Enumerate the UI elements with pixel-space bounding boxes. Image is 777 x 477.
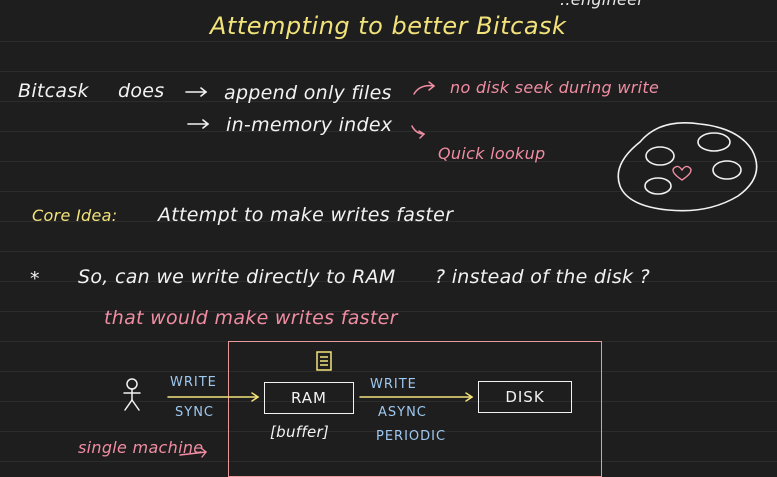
core-idea-label: Core Idea: [32,206,118,225]
note-no-disk-seek: no disk seek during write [450,78,660,97]
disk-box: DISK [478,381,572,413]
curved-arrow-icon [411,125,426,139]
question-bullet: * [30,268,40,290]
heart-icon [672,165,692,181]
does-label: does [118,80,165,102]
user-stick-figure-icon [123,378,141,411]
corner-text: ..engineer [560,0,644,8]
question-line1a: So, can we write directly to RAM [78,266,396,288]
sync-label: SYNC [175,405,214,420]
curved-arrow-icon [413,81,436,95]
periodic-label: PERIODIC [376,429,447,444]
arrow-right-icon [167,392,260,402]
write-label-left: WRITE [170,375,217,390]
ram-box: RAM [264,382,354,414]
arrow-right-icon [187,119,210,129]
item-append-only: append only files [224,82,392,104]
arrow-right-icon [185,87,208,97]
async-label: ASYNC [378,405,427,420]
item-in-memory-index: in-memory index [226,114,393,136]
question-line2: that would make writes faster [104,307,398,329]
single-machine-label: single machine [78,438,204,457]
bitcask-label: Bitcask [18,80,89,102]
arrow-right-icon [179,447,207,458]
arrow-right-icon [359,392,474,402]
blob-drawing-icon [617,122,758,212]
document-icon [316,351,332,371]
buffer-label: [buffer] [270,423,330,441]
core-idea-text: Attempt to make writes faster [158,204,454,226]
disk-label: DISK [505,388,545,406]
question-line1b: ? instead of the disk ? [435,266,651,288]
write-label-right: WRITE [370,377,417,392]
page-title: Attempting to better Bitcask [210,12,567,40]
ram-label: RAM [290,389,328,407]
note-quick-lookup: Quick lookup [438,144,546,163]
